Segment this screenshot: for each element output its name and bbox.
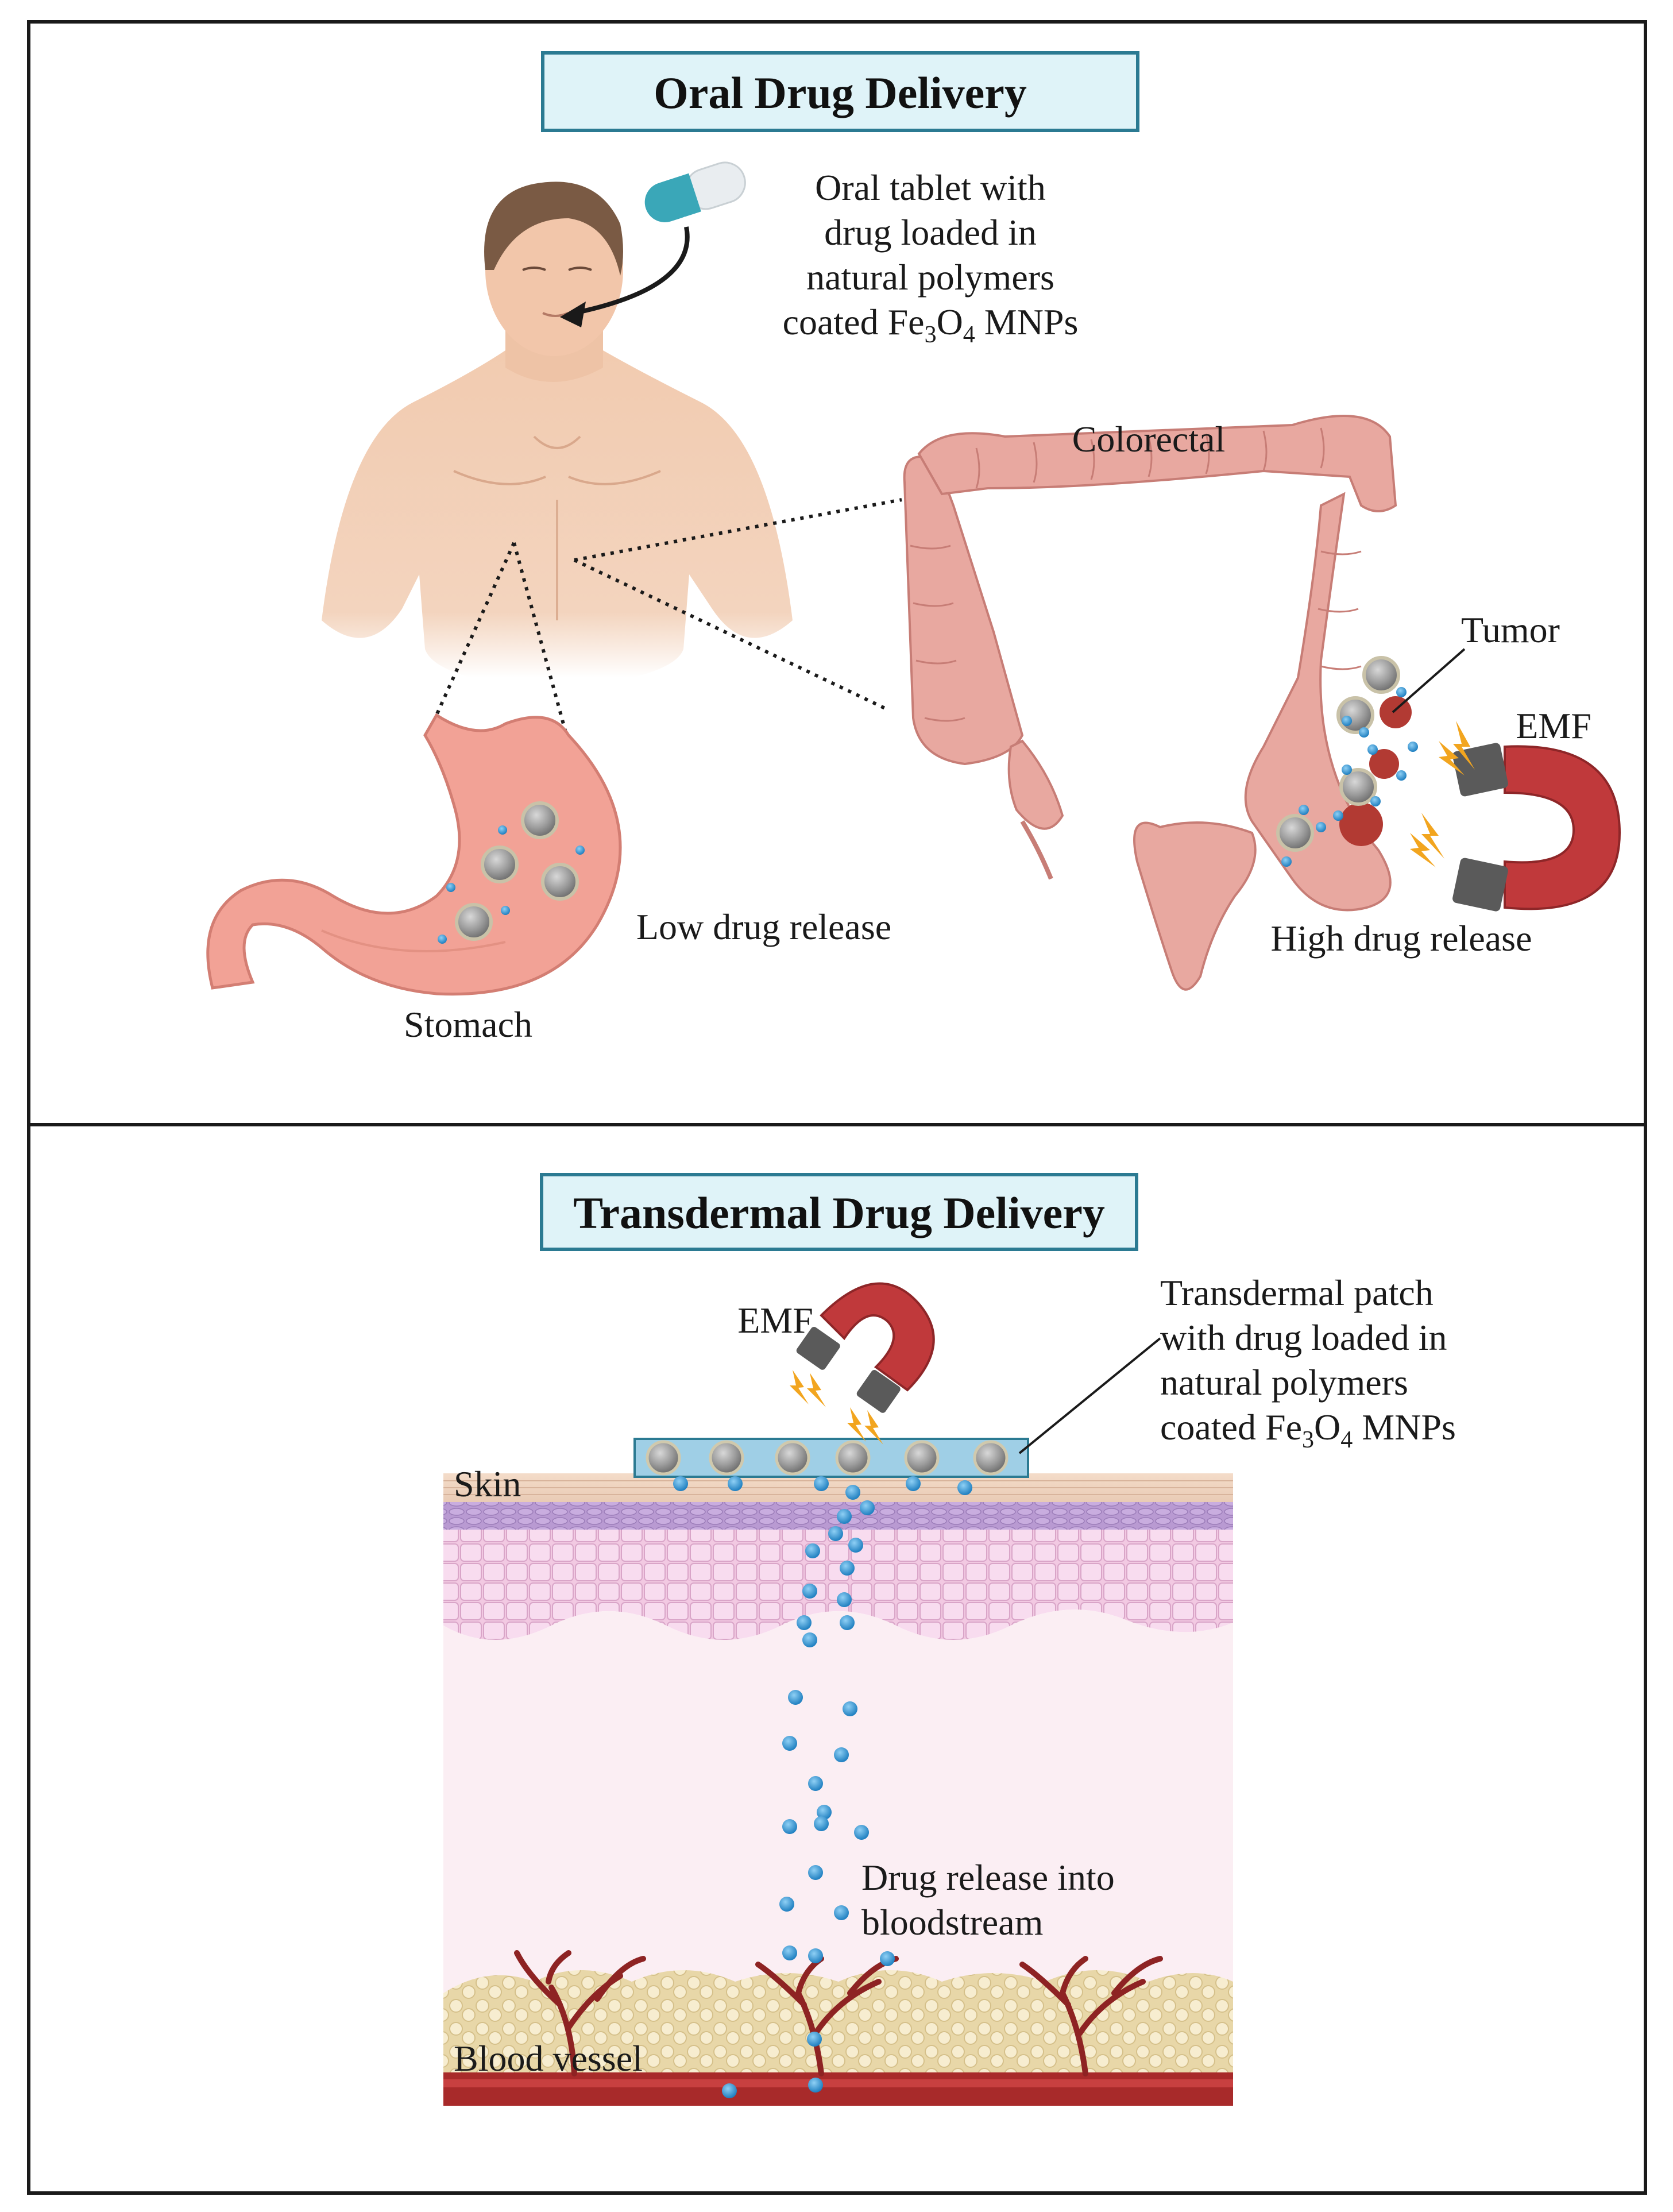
stomach-drug-particles <box>438 825 585 944</box>
human-torso-icon <box>322 182 793 678</box>
stomach-label: Stomach <box>404 1004 532 1045</box>
transdermal-emf-label: EMF <box>737 1300 813 1341</box>
emf-spark-icons <box>1410 721 1475 867</box>
transdermal-patch <box>633 1438 1029 1478</box>
oral-title-box: Oral Drug Delivery <box>541 51 1139 132</box>
low-release-label: Low drug release <box>636 906 891 947</box>
colon-icon <box>903 415 1397 991</box>
patch-label-line4: coated Fe3O4 MNPs <box>1160 1407 1456 1453</box>
tumor-pointer <box>1392 648 1466 713</box>
outer-frame <box>27 20 1647 2195</box>
patch-label-line2: with drug loaded in <box>1160 1317 1447 1358</box>
tablet-label-line2: drug loaded in <box>824 212 1037 253</box>
release-label-line1: Drug release into <box>861 1857 1115 1898</box>
stomach-nanoparticles <box>455 801 579 941</box>
capsule-icon <box>644 161 746 222</box>
ingest-arrow-head <box>560 302 586 327</box>
tumor-icon <box>1339 696 1412 846</box>
patch-label-line1: Transdermal patch <box>1160 1272 1434 1313</box>
oral-title: Oral Drug Delivery <box>654 68 1027 118</box>
oral-emf-label: EMF <box>1516 705 1591 746</box>
blood-vessel-label: Blood vessel <box>454 2038 643 2079</box>
skin-label: Skin <box>454 1464 521 1504</box>
stomach-icon <box>206 713 622 996</box>
tumor-label: Tumor <box>1461 609 1560 650</box>
transdermal-emf-spark-icons <box>790 1370 883 1445</box>
colorectal-label: Colorectal <box>1072 419 1226 460</box>
colon-drug-particles <box>1281 687 1418 867</box>
release-label-line2: bloodstream <box>861 1902 1043 1943</box>
blood-vessel-icon <box>514 1950 1163 2076</box>
dotted-connectors <box>435 498 902 733</box>
tablet-label-line1: Oral tablet with <box>815 167 1046 208</box>
patch-label-line3: natural polymers <box>1160 1362 1408 1403</box>
transdermal-magnet-icon <box>796 1282 935 1413</box>
transdermal-title-box: Transdermal Drug Delivery <box>540 1173 1138 1251</box>
magnet-icon <box>1452 743 1621 912</box>
tablet-label-line3: natural polymers <box>806 257 1054 298</box>
colon-nanoparticles <box>1276 656 1400 852</box>
high-release-label: High drug release <box>1271 918 1532 959</box>
transdermal-drug-particles <box>673 1476 972 2098</box>
skin-layers-icon <box>443 1473 1233 2106</box>
patch-pointer <box>1018 1337 1161 1454</box>
tablet-label-line4: coated Fe3O4 MNPs <box>783 302 1079 348</box>
transdermal-title: Transdermal Drug Delivery <box>573 1188 1105 1238</box>
ingest-arrow <box>574 226 690 315</box>
